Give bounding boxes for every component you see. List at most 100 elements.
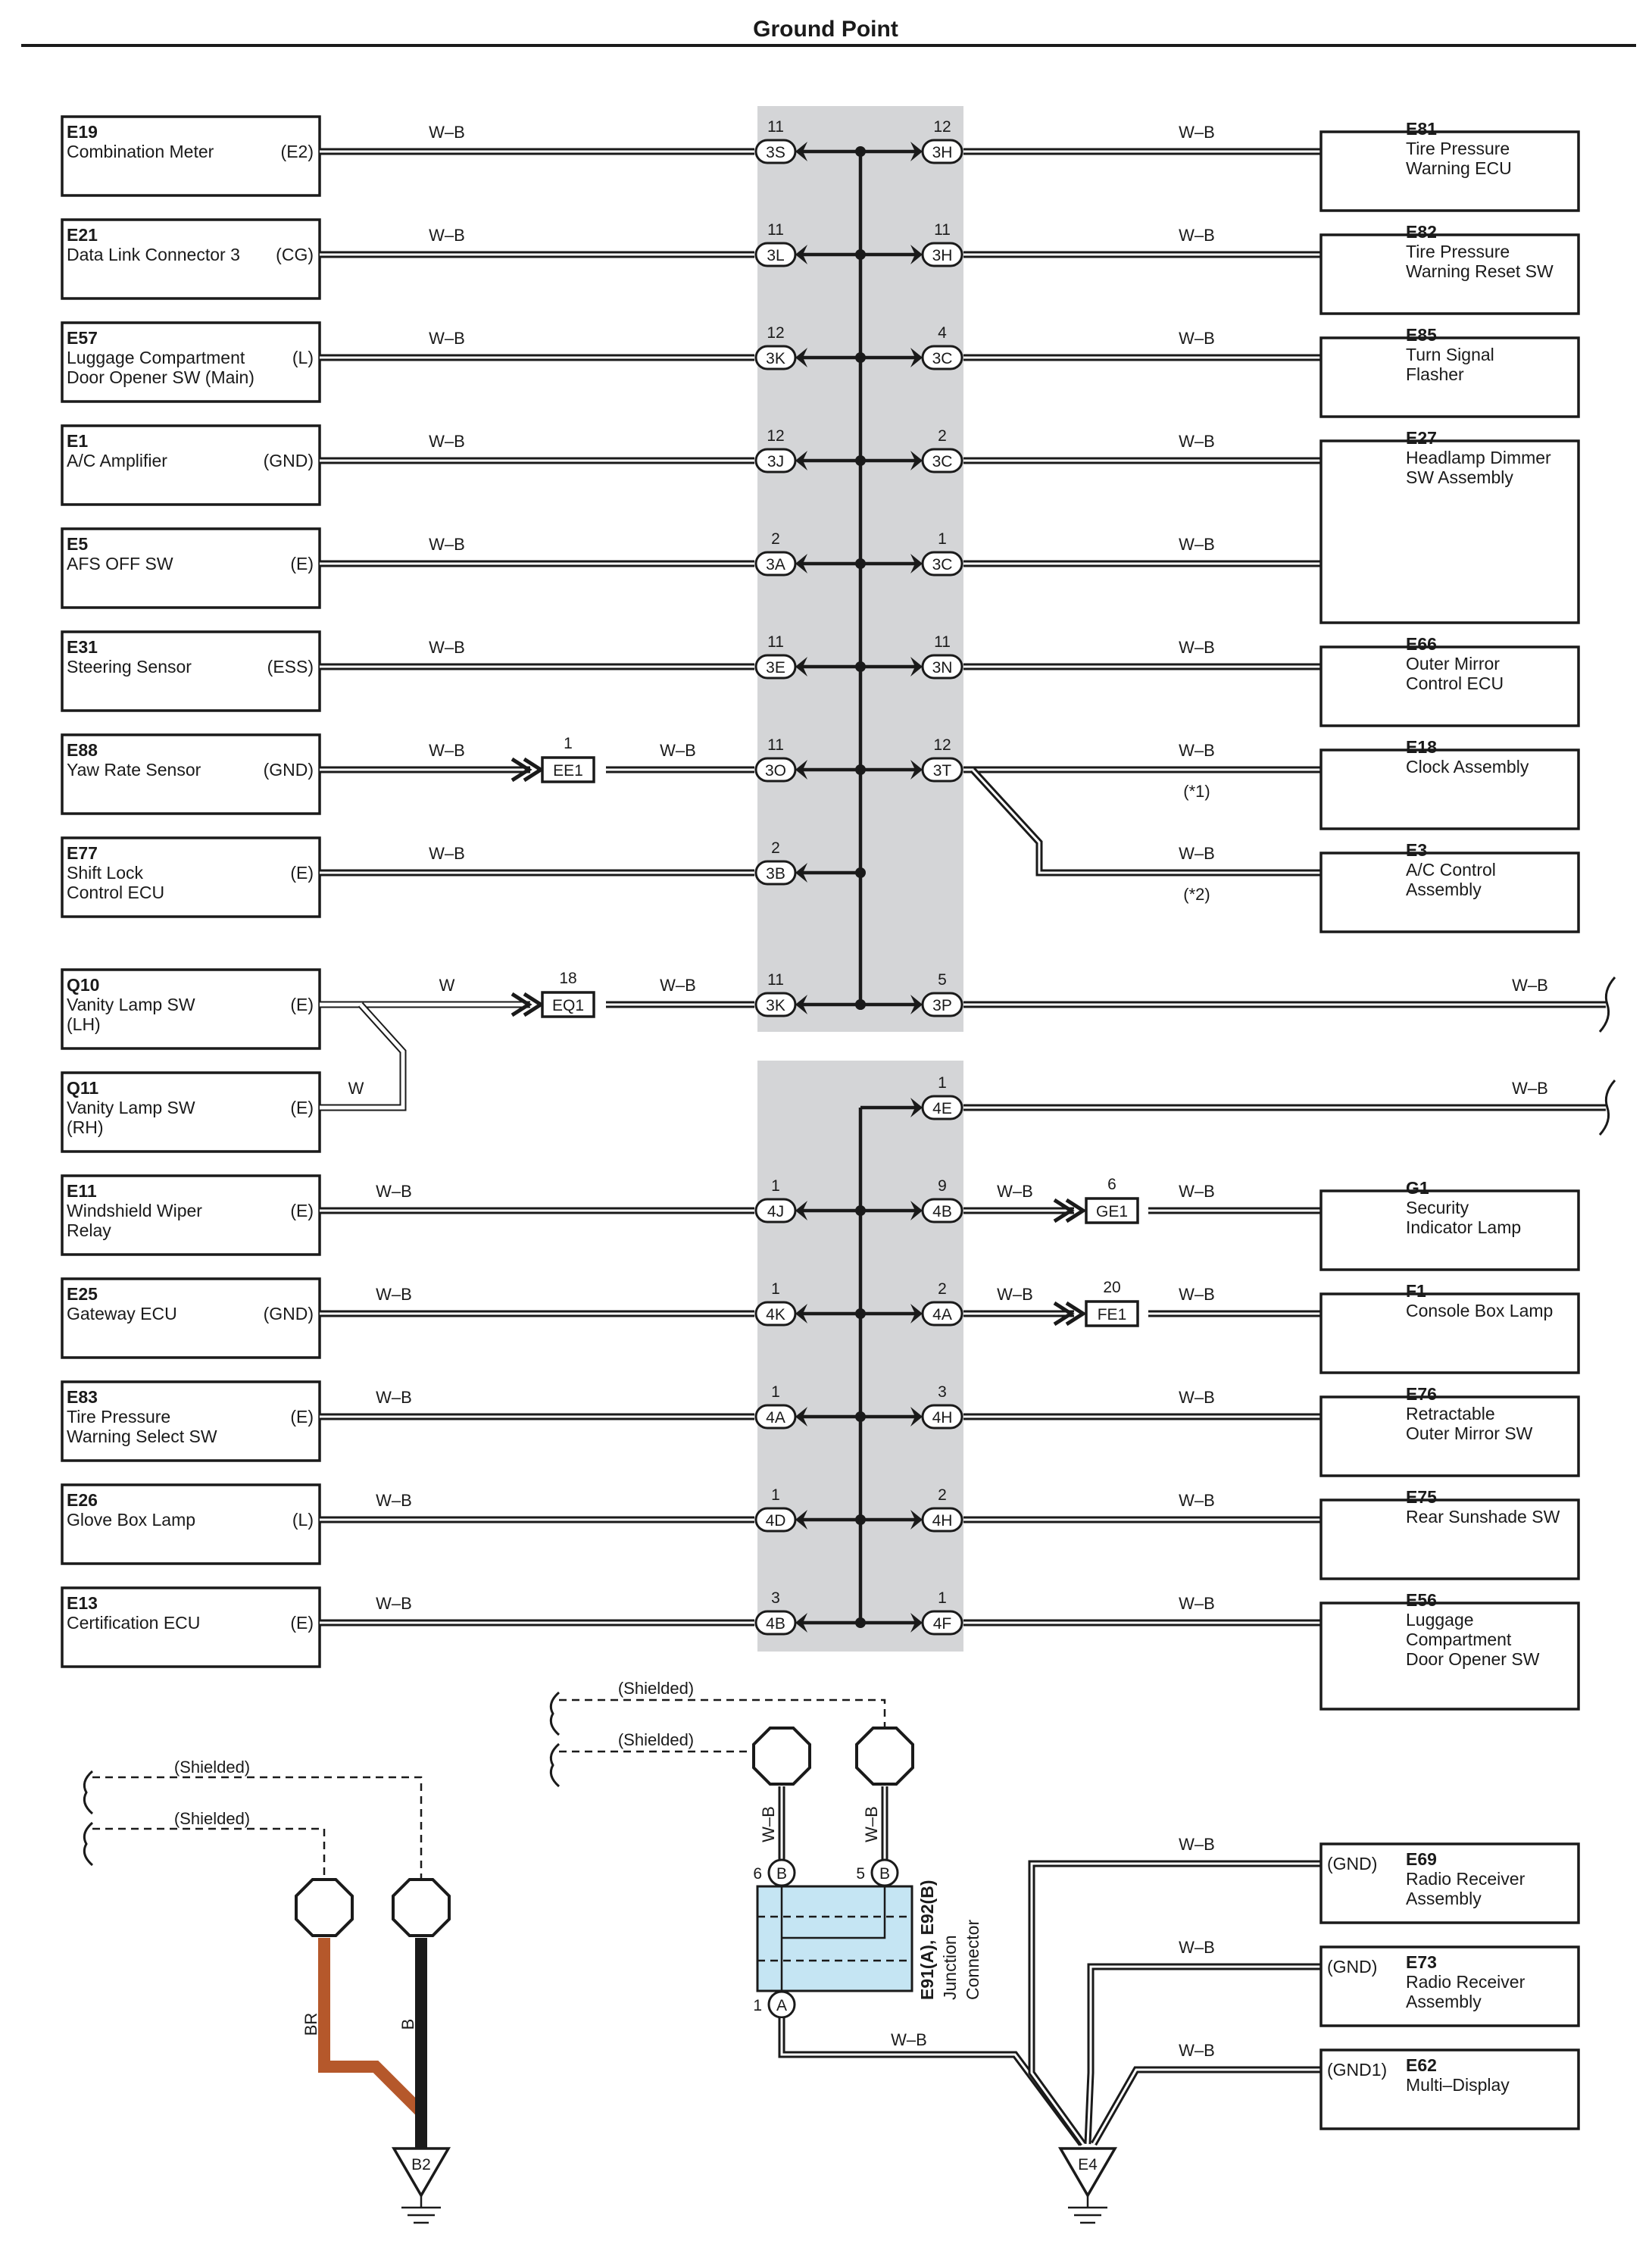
row-q10-left-pin: (E) <box>290 995 314 1014</box>
row-e21-left-wire: W–B <box>429 226 465 245</box>
row-e83-left-box-code: E83 <box>67 1387 98 1407</box>
e4-pin-2: (GND1) <box>1327 2060 1387 2080</box>
row-e11-left-pin: (E) <box>290 1201 314 1220</box>
b2-shield-wire-1 <box>92 1776 423 1879</box>
jc-pin-5-number: 5 <box>856 1865 865 1883</box>
row-e18-right-box-code: E18 <box>1406 737 1437 757</box>
row-e21-left-pin-number: 11 <box>767 221 784 239</box>
row-e31-left-plug-label: 3E <box>766 659 785 677</box>
row-e77-right-wire: W–B <box>1179 844 1215 863</box>
row-e85-right-box-name: Flasher <box>1406 364 1464 384</box>
row-e31-left-pin: (ESS) <box>267 657 314 677</box>
row-e5-left-box-name: AFS OFF SW <box>67 554 173 573</box>
row-e57-left-box-name: Door Opener SW (Main) <box>67 367 255 387</box>
row-e76-right-box-name: Outer Mirror SW <box>1406 1423 1533 1443</box>
row-e26-right-wire: W–B <box>1179 1491 1215 1510</box>
e4-name-1: Assembly <box>1406 1992 1482 2011</box>
jc-label-0: E91(A), E92(B) <box>917 1880 937 2000</box>
row-e25-right-plug-label: 4A <box>932 1306 952 1323</box>
row-e31-right-chevron <box>910 657 923 677</box>
jc-output-wire: W–B <box>891 2030 927 2049</box>
jc-shield-brace <box>549 1691 561 1736</box>
row-e25-left-box <box>61 1277 321 1359</box>
row-e76-right-box-name: Retractable <box>1406 1404 1495 1423</box>
e4-name-1: Radio Receiver <box>1406 1972 1526 1992</box>
row-e11-right-inline-arrow <box>1065 1198 1087 1223</box>
row-e19-left-wire: W–B <box>429 123 465 142</box>
row-e11-right-chevron <box>910 1201 923 1220</box>
row-e13-left-box-code: E13 <box>67 1593 98 1613</box>
row-e31-left-box-name: Steering Sensor <box>67 657 192 677</box>
row-e82-right-box-name: Tire Pressure <box>1406 242 1510 261</box>
row-e21-left-box-name: Data Link Connector 3 <box>67 245 240 264</box>
row-e21-left-plug-label: 3L <box>767 247 784 264</box>
row-e11-right-plug <box>921 1198 963 1223</box>
row-e57-right-plug-label: 3C <box>932 350 953 367</box>
row-e11-left-pin-number: 1 <box>771 1177 780 1195</box>
e4-name-0: Assembly <box>1406 1889 1482 1908</box>
e4-box-e62 <box>1319 2048 1580 2130</box>
row-e83-left-pin: (E) <box>290 1407 314 1427</box>
row-e13-right-plug-label: 4F <box>933 1615 952 1633</box>
row-e19-left-box-name: Combination Meter <box>67 142 214 161</box>
row-e21-right-plug <box>921 242 963 267</box>
row-e57-left-box-code: E57 <box>67 328 98 348</box>
row-e21-left-box <box>61 218 321 300</box>
row-e21-right-plug-label: 3H <box>932 247 953 264</box>
row-e1-right-plug <box>921 448 963 473</box>
row-e5-right-wire: W–B <box>1179 535 1215 554</box>
e4-ground <box>1057 2147 1118 2198</box>
jc-wire-left-label: W–B <box>759 1806 778 1842</box>
row-q11-wire: W <box>348 1079 364 1098</box>
row-e11-left-box-name: Windshield Wiper <box>67 1201 202 1220</box>
row-e88-right-pin-number: 12 <box>933 736 951 754</box>
row-e81-right-box-name: Warning ECU <box>1406 158 1512 178</box>
row-e83-right-pin-number: 3 <box>938 1383 947 1401</box>
row-e25-right-pin-number: 2 <box>938 1280 947 1298</box>
row-e57-right-pin-number: 4 <box>938 324 947 342</box>
row-e88-left-wire: W–B <box>429 741 465 760</box>
row-e83-right-chevron <box>910 1407 923 1427</box>
e4-box-e69 <box>1319 1842 1580 1924</box>
b-wire-label: B <box>398 2019 417 2030</box>
row-e11-left-box-code: E11 <box>67 1181 97 1201</box>
row-e1-right-plug-label: 3C <box>932 453 953 470</box>
row-4e-pin-number: 1 <box>938 1074 947 1092</box>
row-e83-left-plug-label: 4A <box>766 1409 785 1427</box>
row-e1-left-pin: (GND) <box>264 451 314 470</box>
wire <box>1028 1860 1321 2146</box>
row-q10-left-box-name: Vanity Lamp SW <box>67 995 195 1014</box>
row-e57-left-box-name: Luggage Compartment <box>67 348 245 367</box>
jc-pin-1-label: A <box>776 1997 787 2014</box>
row-e11-right-wire: W–B <box>1179 1182 1215 1201</box>
row-e19-right-wire: W–B <box>1179 123 1215 142</box>
row-e11-left-box <box>61 1174 321 1256</box>
e4-name-2: Multi–Display <box>1406 2075 1510 2095</box>
jc-shield-label-1: (Shielded) <box>618 1679 694 1698</box>
row-e83-right-plug <box>921 1404 963 1430</box>
row-e56-right-box-name: Door Opener SW <box>1406 1649 1540 1669</box>
row-e83-right-plug-label: 4H <box>932 1409 953 1427</box>
row-e5-left-box-code: E5 <box>67 534 88 554</box>
row-e25-left-pin: (GND) <box>264 1304 314 1323</box>
row-e76-right-box-code: E76 <box>1406 1384 1437 1404</box>
e4-ground-label: E4 <box>1078 2156 1098 2173</box>
row-e13-left-wire: W–B <box>376 1594 412 1613</box>
row-e5-left-pin: (E) <box>290 554 314 573</box>
row-e1-left-box-name: A/C Amplifier <box>67 451 167 470</box>
row-e25-right-inline-arrow <box>1065 1301 1087 1327</box>
row-e31-left-wire: W–B <box>429 638 465 657</box>
row-e19-left-box <box>61 115 321 197</box>
row-e13-left-box <box>61 1586 321 1668</box>
row-e77-left-pin-number: 2 <box>771 839 780 857</box>
e4-code-2: E62 <box>1406 2055 1437 2075</box>
row-e75-right-box-name: Rear Sunshade SW <box>1406 1507 1560 1527</box>
row-e19-right-plug-label: 3H <box>932 144 953 161</box>
row-e88-right-wire: W–B <box>1179 741 1215 760</box>
row-e66-right-box-name: Outer Mirror <box>1406 654 1500 673</box>
row-e19-left-box-code: E19 <box>67 122 98 142</box>
row-e56-right-box-name: Compartment <box>1406 1630 1512 1649</box>
splice-dot <box>855 867 866 878</box>
row-e26-right-plug-label: 4H <box>932 1512 953 1530</box>
